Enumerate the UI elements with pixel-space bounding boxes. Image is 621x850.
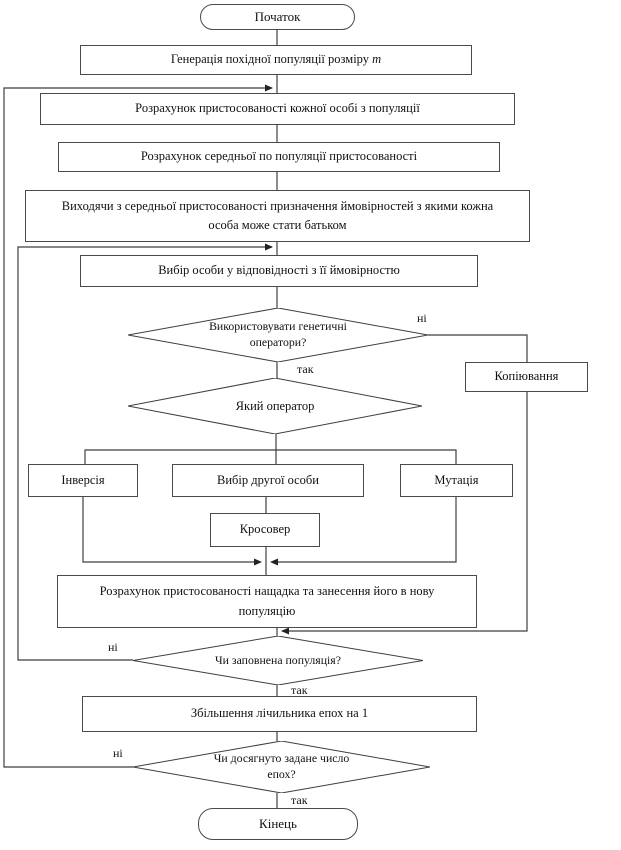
edge-decision-copy-no [428, 334, 528, 362]
node-label: Розрахунок середньої по популяції присто… [140, 149, 418, 164]
diamond-shape [128, 308, 428, 362]
diamond-shape [133, 741, 430, 793]
node-generate-population: Генерація похідної популяції розміру m [80, 45, 472, 75]
arrowhead-right [265, 84, 273, 92]
population-size-variable: m [372, 52, 382, 67]
node-label: Вибір особи у відповідності з її ймовірн… [158, 263, 400, 278]
node-label: Збільшення лічильника епох на 1 [190, 706, 369, 721]
node-select-second: Вибір другої особи [172, 464, 364, 497]
edge-operator-split [84, 449, 457, 464]
arrowhead-right [254, 558, 262, 566]
edge-label-yes-population-full: так [291, 683, 308, 697]
diamond-shape [128, 378, 422, 434]
node-inversion: Інверсія [28, 464, 138, 497]
node-label: Розрахунок пристосованості нащадка та за… [99, 584, 435, 618]
node-label: Мутація [434, 472, 479, 487]
arrowhead-left [270, 558, 278, 566]
node-start-terminal: Початок [200, 4, 355, 30]
node-end-terminal: Кінець [198, 808, 358, 840]
node-label: Розрахунок пристосованості кожної особі … [135, 101, 420, 116]
node-assign-probabilities: Виходячи з середньої пристосованості при… [25, 190, 530, 242]
node-fitness-each: Розрахунок пристосованості кожної особі … [40, 93, 515, 125]
edge-epochs-loop-no [3, 87, 271, 768]
node-which-operator-decision: Який оператор [128, 378, 422, 434]
edge-inversion-merge [82, 497, 256, 563]
node-label: Чи досягнуто задане число епох? [213, 751, 350, 781]
node-label: Використовувати генетичні оператори? [209, 319, 347, 349]
edge-label-yes-use-operators: так [297, 362, 314, 376]
node-copy: Копіювання [465, 362, 588, 392]
node-label: Генерація похідної популяції розміру m [170, 52, 382, 67]
arrowhead-left [281, 627, 289, 635]
edge-label-no-population-full: ні [108, 640, 118, 654]
arrowhead-right [265, 243, 273, 251]
node-fitness-average: Розрахунок середньої по популяції присто… [58, 142, 500, 172]
node-label: Який оператор [235, 398, 315, 413]
node-label: Інверсія [61, 472, 105, 487]
node-crossover: Кросовер [210, 513, 320, 547]
edge-label-no-epochs-reached: ні [113, 746, 123, 760]
node-use-operators-decision: Використовувати генетичні оператори? [128, 308, 428, 362]
node-label: Початок [254, 9, 301, 24]
node-label: Кінець [259, 816, 297, 831]
node-label: Копіювання [494, 369, 559, 384]
node-mutation: Мутація [400, 464, 513, 497]
node-population-full-decision: Чи заповнена популяція? [133, 636, 423, 685]
node-label: Чи заповнена популяція? [215, 652, 341, 667]
node-increment-epoch: Збільшення лічильника епох на 1 [82, 696, 477, 732]
node-label: Вибір другої особи [216, 472, 319, 487]
edge-label-no-use-operators: ні [417, 311, 427, 325]
edge-copy-merge [282, 392, 528, 632]
edge-label-yes-epochs-reached: так [291, 793, 308, 807]
edge-populationfull-loop-no [17, 246, 272, 661]
edge-mutation-merge [276, 497, 457, 563]
node-epochs-reached-decision: Чи досягнуто задане число епох? [133, 741, 430, 793]
node-select-individual: Вибір особи у відповідності з її ймовірн… [80, 255, 478, 287]
node-label: Кросовер [239, 522, 291, 537]
node-offspring-fitness: Розрахунок пристосованості нащадка та за… [57, 575, 477, 628]
diamond-shape [133, 636, 423, 685]
node-label: Виходячи з середньої пристосованості при… [61, 198, 494, 232]
